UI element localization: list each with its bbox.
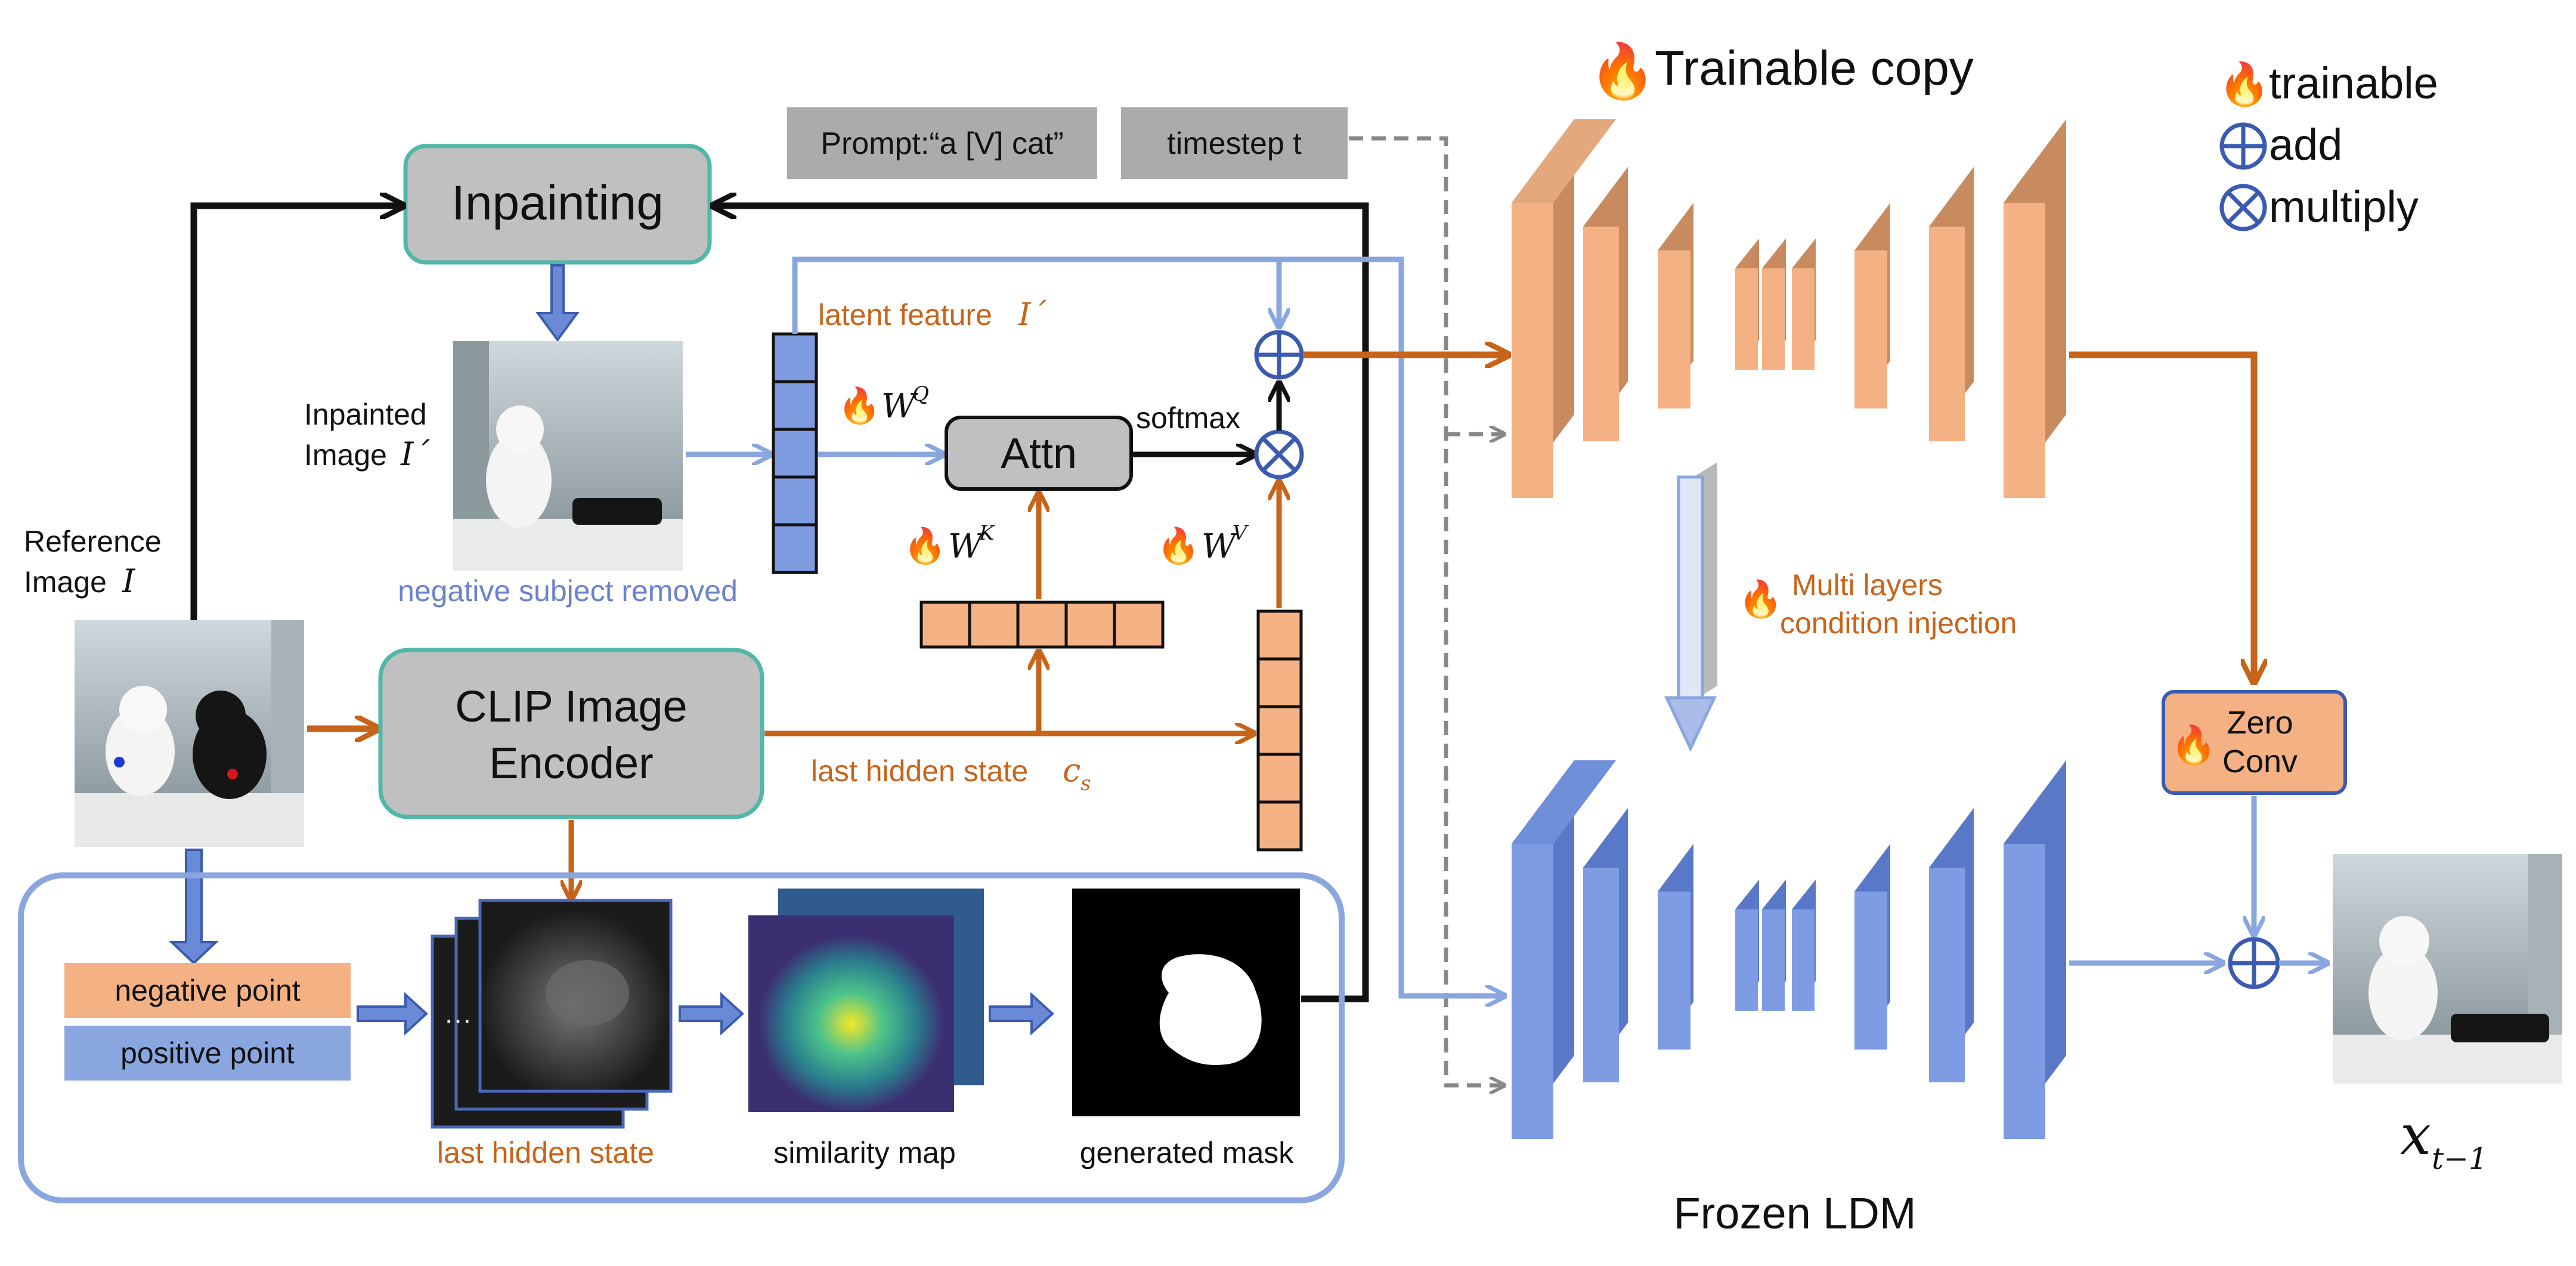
flame-icon: 🔥 bbox=[2171, 723, 2216, 766]
prompt-box bbox=[787, 107, 1097, 179]
clip-encoder-block bbox=[378, 648, 764, 819]
inpainted-image bbox=[453, 341, 683, 571]
timestep-dashed-line bbox=[1349, 136, 1503, 1085]
negative-point-box bbox=[64, 963, 351, 1018]
trainable-to-zeroconv-arrow bbox=[2069, 351, 2254, 680]
multiply-icon bbox=[1254, 429, 1304, 479]
legend: 🔥 trainable add multiply bbox=[2218, 58, 2438, 231]
wv-sup: V bbox=[1233, 521, 1249, 545]
frozen-unet bbox=[1512, 760, 2066, 1139]
wk-label: W bbox=[948, 527, 985, 566]
output-image bbox=[2333, 854, 2562, 1084]
mask-to-inpainting-arrow bbox=[716, 206, 1369, 1002]
attn-block bbox=[945, 416, 1133, 491]
positive-point-label: positive point bbox=[120, 1036, 295, 1070]
wv-label: W bbox=[1202, 527, 1239, 566]
inpainting-down-arrow bbox=[535, 264, 580, 342]
output-x-label: x bbox=[2400, 1103, 2431, 1167]
value-vector bbox=[1256, 609, 1303, 852]
points-to-features-arrow bbox=[357, 992, 428, 1036]
generated-mask bbox=[1072, 889, 1300, 1116]
timestep-text: timestep t bbox=[1167, 126, 1302, 161]
last-hidden-state-cs-label: last hidden state bbox=[811, 754, 1028, 788]
frozen-ldm-label: Frozen LDM bbox=[1673, 1188, 1916, 1238]
clip-label-2: Encoder bbox=[489, 738, 654, 788]
negative-subject-removed-label: negative subject removed bbox=[398, 574, 738, 608]
key-vector bbox=[919, 601, 1165, 649]
latent-feature-label: latent feature bbox=[818, 298, 992, 332]
reference-image bbox=[75, 620, 304, 847]
flame-icon: 🔥 bbox=[903, 526, 946, 565]
latent-skip-line bbox=[792, 256, 1503, 996]
wq-sup: Q bbox=[912, 382, 929, 406]
wq-label: W bbox=[881, 387, 918, 426]
legend-multiply: multiply bbox=[2269, 182, 2419, 231]
condition-injection-label-2: condition injection bbox=[1780, 606, 2017, 640]
attn-label: Attn bbox=[1001, 430, 1077, 478]
timestep-box bbox=[1121, 107, 1348, 179]
trainable-copy-title: Trainable copy bbox=[1655, 41, 1974, 95]
reference-image-label-2: Image bbox=[24, 565, 107, 599]
softmax-label: softmax bbox=[1136, 401, 1240, 435]
output-sub-label: t−1 bbox=[2432, 1141, 2488, 1176]
latent-feature-vector bbox=[772, 332, 818, 574]
add-icon bbox=[1254, 330, 1304, 380]
flame-icon: 🔥 bbox=[1738, 578, 1783, 620]
reference-image-label-1: Reference bbox=[24, 525, 162, 558]
prompt-text: Prompt:“a [V] cat” bbox=[821, 126, 1063, 161]
add-icon bbox=[2228, 937, 2280, 989]
flame-icon: 🔥 bbox=[838, 386, 881, 425]
hidden-state-label: last hidden state bbox=[437, 1136, 654, 1169]
ellipsis-label: ··· bbox=[444, 1004, 472, 1035]
hidden-state-stack bbox=[431, 899, 673, 1129]
flame-icon: 🔥 bbox=[1157, 526, 1200, 565]
multiply-icon bbox=[2219, 184, 2267, 231]
ref-to-inpainting-arrow bbox=[190, 206, 401, 623]
zero-conv-label-1: Zero bbox=[2227, 705, 2293, 741]
generated-mask-label: generated mask bbox=[1080, 1136, 1295, 1169]
add-icon bbox=[2219, 122, 2267, 170]
reference-image-var: I bbox=[122, 562, 136, 600]
inpainting-label: Inpainting bbox=[451, 176, 664, 230]
points-panel bbox=[18, 872, 1345, 1203]
flame-icon: 🔥 bbox=[1589, 41, 1656, 101]
condition-injection-label-1: Multi layers bbox=[1792, 568, 1943, 602]
cs-sub: s bbox=[1080, 772, 1091, 795]
inpainted-image-label-1: Inpainted bbox=[304, 398, 427, 431]
flame-icon: 🔥 bbox=[2218, 60, 2270, 108]
trainable-unet bbox=[1512, 119, 2066, 498]
similarity-map-label: similarity map bbox=[773, 1136, 956, 1169]
similarity-to-mask-arrow bbox=[989, 992, 1054, 1036]
legend-trainable: trainable bbox=[2269, 58, 2438, 108]
ref-down-arrow bbox=[168, 849, 219, 965]
latent-feature-var: I´ bbox=[1018, 297, 1047, 333]
clip-label-1: CLIP Image bbox=[455, 682, 687, 731]
condition-injection-arrow bbox=[1664, 462, 1717, 752]
negative-point-label: negative point bbox=[114, 974, 300, 1007]
inpainted-image-label-2: Image bbox=[304, 438, 387, 472]
legend-add: add bbox=[2269, 120, 2342, 169]
zero-conv-label-2: Conv bbox=[2222, 744, 2298, 779]
cs-var: c bbox=[1063, 751, 1080, 789]
zero-conv-block bbox=[2162, 690, 2347, 795]
features-to-similarity-arrow bbox=[679, 992, 744, 1036]
similarity-map bbox=[748, 889, 984, 1112]
positive-point-box bbox=[64, 1026, 351, 1081]
inpainted-image-var: I´ bbox=[400, 435, 430, 473]
wk-sup: K bbox=[979, 521, 996, 545]
